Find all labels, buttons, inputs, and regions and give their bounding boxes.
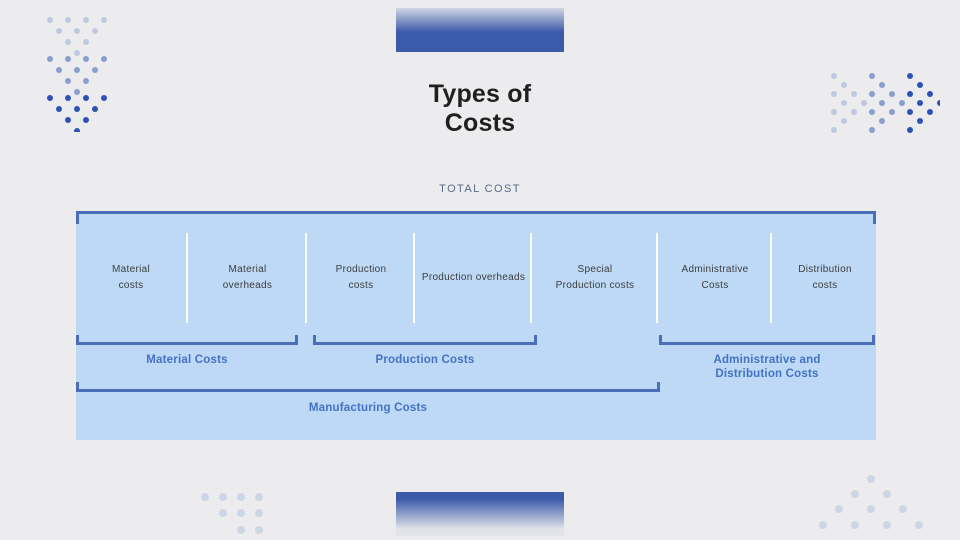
group-label-line: Administrative and — [713, 354, 821, 366]
dot-pyramid-pattern-bottom-right — [819, 475, 923, 529]
production-costs-group-label: Production Costs — [375, 354, 475, 366]
column-label-line: overheads — [222, 280, 273, 291]
manufacturing-costs-group-label: Manufacturing Costs — [308, 402, 428, 414]
page-title-line2: Costs — [444, 109, 516, 137]
column-production-costs: Production costs — [309, 233, 415, 323]
column-material-costs: Material costs — [76, 233, 188, 323]
column-label-line: costs — [812, 280, 838, 291]
column-distribution-costs: Distribution costs — [774, 233, 876, 323]
material-costs-group-label: Material Costs — [146, 354, 228, 366]
column-label-line: Administrative — [681, 264, 749, 275]
admin-distribution-costs-group-label: Administrative and Distribution Costs — [659, 353, 875, 381]
column-special-production-costs: Special Production costs — [534, 233, 658, 323]
dot-grid-pattern-bottom — [396, 492, 564, 536]
page-title: Types of Costs — [0, 80, 960, 138]
column-label-line: Material — [228, 264, 267, 275]
column-label-line: costs — [118, 280, 144, 291]
production-costs-bracket — [313, 335, 537, 345]
column-administrative-costs: Administrative Costs — [660, 233, 772, 323]
column-label-line: Special — [577, 264, 613, 275]
group-label-line: Distribution Costs — [715, 368, 819, 380]
column-label-line: Production — [335, 264, 387, 275]
material-costs-bracket — [76, 335, 298, 345]
column-label-line: Costs — [701, 280, 729, 291]
admin-distribution-costs-bracket — [659, 335, 875, 345]
column-label-line: Production overheads — [421, 272, 526, 283]
page-title-line1: Types of — [428, 80, 532, 108]
column-label-line: costs — [348, 280, 374, 291]
column-label-line: Production costs — [555, 280, 635, 291]
column-label-line: Distribution — [798, 264, 852, 275]
column-label-line: Material — [112, 264, 150, 275]
dot-triangle-pattern-bottom-left — [201, 493, 263, 534]
dot-chevron-pattern-top-left — [47, 17, 107, 132]
cost-diagram-panel: Material costs Material overheads Produc… — [76, 211, 876, 440]
total-cost-label: TOTAL COST — [439, 183, 521, 195]
column-production-overheads: Production overheads — [417, 233, 532, 323]
total-cost-bracket — [76, 211, 876, 224]
manufacturing-costs-bracket — [76, 382, 660, 392]
column-material-overheads: Material overheads — [190, 233, 307, 323]
dot-grid-pattern-top — [396, 8, 564, 52]
dot-chevron-pattern-right — [831, 73, 940, 133]
